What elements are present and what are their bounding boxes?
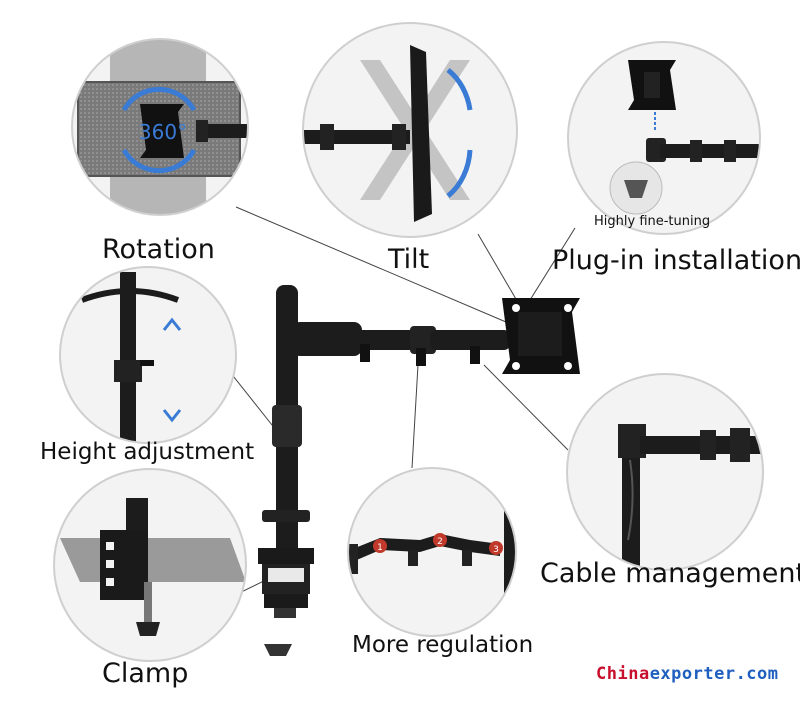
regulation-detail [347, 467, 517, 637]
height-label: Height adjustment [40, 439, 255, 465]
clamp-detail [53, 468, 247, 662]
clamp-label: Clamp [102, 658, 189, 689]
plugin-sub-label: Highly fine-tuning [594, 214, 711, 229]
regulation-marker-1: 1 [377, 543, 383, 553]
regulation-marker-2: 2 [437, 537, 443, 547]
cable-label: Cable management [540, 558, 800, 589]
height-detail [59, 266, 237, 444]
tilt-label: Tilt [388, 244, 430, 275]
watermark-part-1: China [596, 664, 650, 684]
cable-detail [566, 373, 764, 571]
main-monitor-arm [258, 285, 580, 656]
rotation-label: Rotation [102, 234, 215, 265]
watermark-part-2: exporter.com [649, 664, 779, 684]
rotation-detail [71, 38, 249, 216]
regulation-marker-3: 3 [493, 545, 499, 555]
regulation-label: More regulation [352, 632, 534, 658]
tilt-detail [302, 22, 518, 238]
watermark: Chinaexporter.com [596, 664, 779, 684]
plugin-label: Plug-in installation [552, 245, 800, 276]
rotation-badge: 360° [139, 120, 187, 144]
plugin-detail [567, 41, 761, 235]
